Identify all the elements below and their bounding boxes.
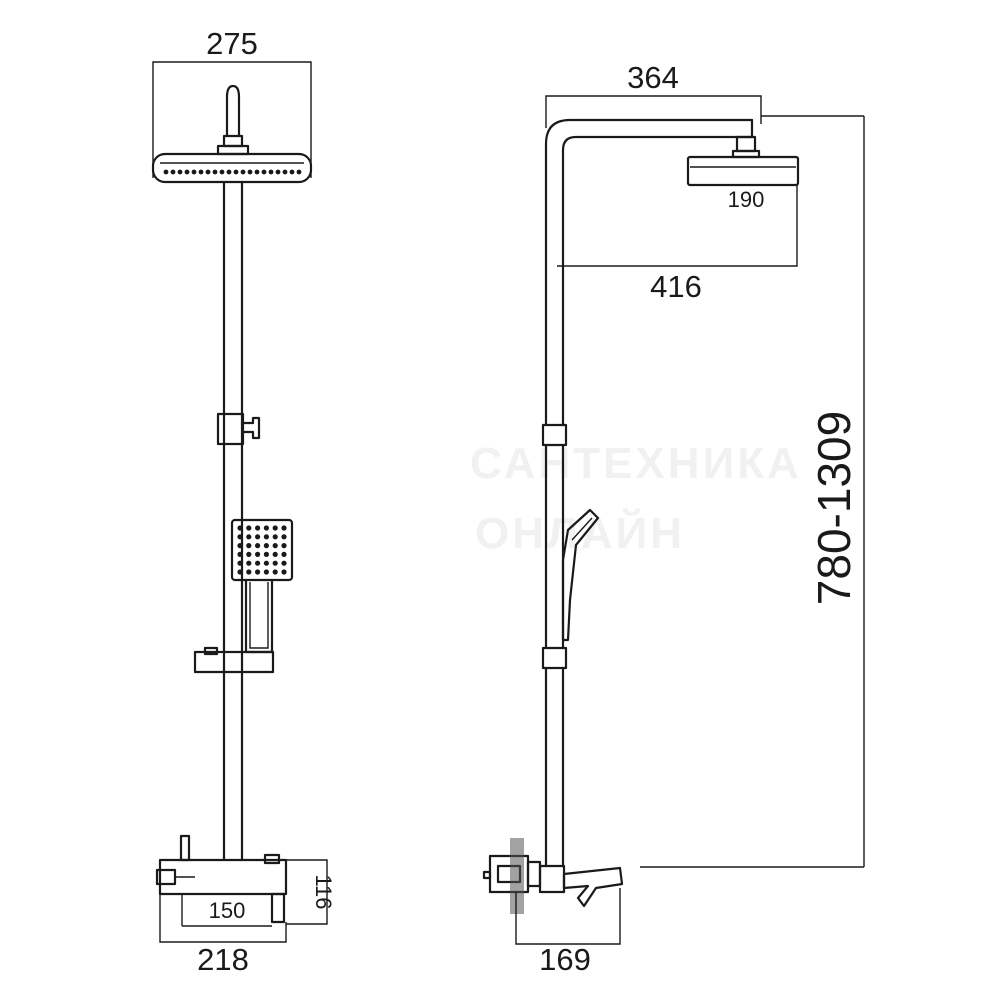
nozzle-dot [282, 169, 288, 175]
nozzle-dot [272, 543, 278, 549]
dimension-shower-head-width: 275 [152, 26, 312, 178]
nozzle-dot [263, 560, 269, 566]
nozzle-dot [281, 551, 287, 558]
nozzle-dot [281, 543, 287, 549]
nozzle-dot [263, 569, 269, 575]
dimension-label-780-1309: 780-1309 [808, 411, 860, 605]
rain-shower-head [151, 152, 313, 184]
nozzle-dot [163, 169, 169, 175]
slide-holder [193, 646, 275, 674]
shower-arm [216, 84, 250, 156]
nozzle-dot [237, 551, 243, 558]
nozzle-dot [263, 543, 269, 549]
nozzle-dot [263, 551, 269, 558]
nozzle-dot [272, 560, 278, 566]
nozzle-dot [184, 169, 190, 175]
dimension-label-218: 218 [197, 942, 249, 977]
nozzle-dot [177, 169, 183, 175]
dimension-label-116: 116 [311, 874, 336, 909]
nozzle-dot [170, 169, 176, 175]
nozzle-dot [212, 169, 218, 175]
nozzle-dot [246, 551, 252, 558]
nozzle-dot [191, 169, 197, 175]
dimension-label-416: 416 [650, 269, 702, 304]
nozzle-dot [246, 560, 252, 566]
nozzle-dot [219, 169, 225, 175]
nozzle-dot [237, 560, 243, 566]
nozzle-dot [268, 169, 274, 175]
dimension-label-364: 364 [627, 60, 679, 95]
nozzle-dot [226, 169, 232, 175]
dimension-label-190: 190 [728, 187, 765, 212]
nozzle-dot [237, 525, 243, 531]
diverter-connector [216, 412, 261, 446]
nozzle-dot [237, 569, 243, 575]
nozzle-dot [246, 569, 252, 575]
nozzle-dot [254, 169, 260, 175]
watermark-line-2: ОНЛАЙН [475, 507, 685, 558]
nozzle-dot [296, 169, 302, 175]
watermark-line-1: САНТЕХНИКА [470, 439, 802, 488]
nozzle-dot [255, 543, 261, 549]
nozzle-dot [275, 169, 281, 175]
side-slide-holder [541, 646, 568, 670]
nozzle-dot [240, 169, 246, 175]
side-hand-shower [561, 508, 600, 642]
nozzle-dot [237, 543, 243, 549]
side-view: 364 780-1309 190 [482, 60, 865, 977]
nozzle-dot [289, 169, 295, 175]
nozzle-dot [255, 525, 261, 531]
dimension-label-150: 150 [209, 898, 246, 923]
watermark: САНТЕХНИКА ОНЛАЙН [470, 439, 802, 558]
shower-head-nozzles [163, 169, 302, 175]
nozzle-dot [255, 560, 261, 566]
side-rain-shower-head: 190 416 [557, 135, 800, 304]
nozzle-dot [246, 525, 252, 531]
dimension-mixer-height: 116 [286, 859, 336, 925]
dimension-label-169: 169 [539, 942, 591, 977]
dimension-height-range: 780-1309 [640, 115, 865, 868]
nozzle-dot [281, 525, 287, 531]
nozzle-dot [255, 569, 261, 575]
nozzle-dot [246, 543, 252, 549]
nozzle-dot [198, 169, 204, 175]
nozzle-dot [247, 169, 253, 175]
dimension-arm-reach: 364 [545, 60, 762, 128]
nozzle-dot [261, 169, 267, 175]
riser-pipe [222, 181, 244, 862]
nozzle-dot [272, 551, 278, 558]
hand-shower [230, 518, 294, 654]
nozzle-dot [263, 525, 269, 531]
nozzle-dot [246, 534, 252, 540]
dimension-mixer-depth: 150 [181, 894, 272, 927]
side-mixer-body: 169 [482, 838, 624, 977]
hand-shower-nozzles [237, 525, 287, 575]
nozzle-dot [233, 169, 239, 175]
nozzle-dot [205, 169, 211, 175]
nozzle-dot [281, 569, 287, 575]
side-diverter-connector [541, 423, 568, 447]
nozzle-dot [281, 534, 287, 540]
nozzle-dot [255, 534, 261, 540]
nozzle-dot [237, 534, 243, 540]
nozzle-dot [272, 525, 278, 531]
dimension-label-275: 275 [206, 26, 258, 61]
nozzle-dot [272, 534, 278, 540]
mixer-body [155, 834, 288, 943]
front-view: 275 [151, 26, 336, 977]
nozzle-dot [263, 534, 269, 540]
nozzle-dot [255, 551, 261, 558]
nozzle-dot [272, 569, 278, 575]
side-riser-pipe [544, 118, 754, 868]
nozzle-dot [281, 560, 287, 566]
